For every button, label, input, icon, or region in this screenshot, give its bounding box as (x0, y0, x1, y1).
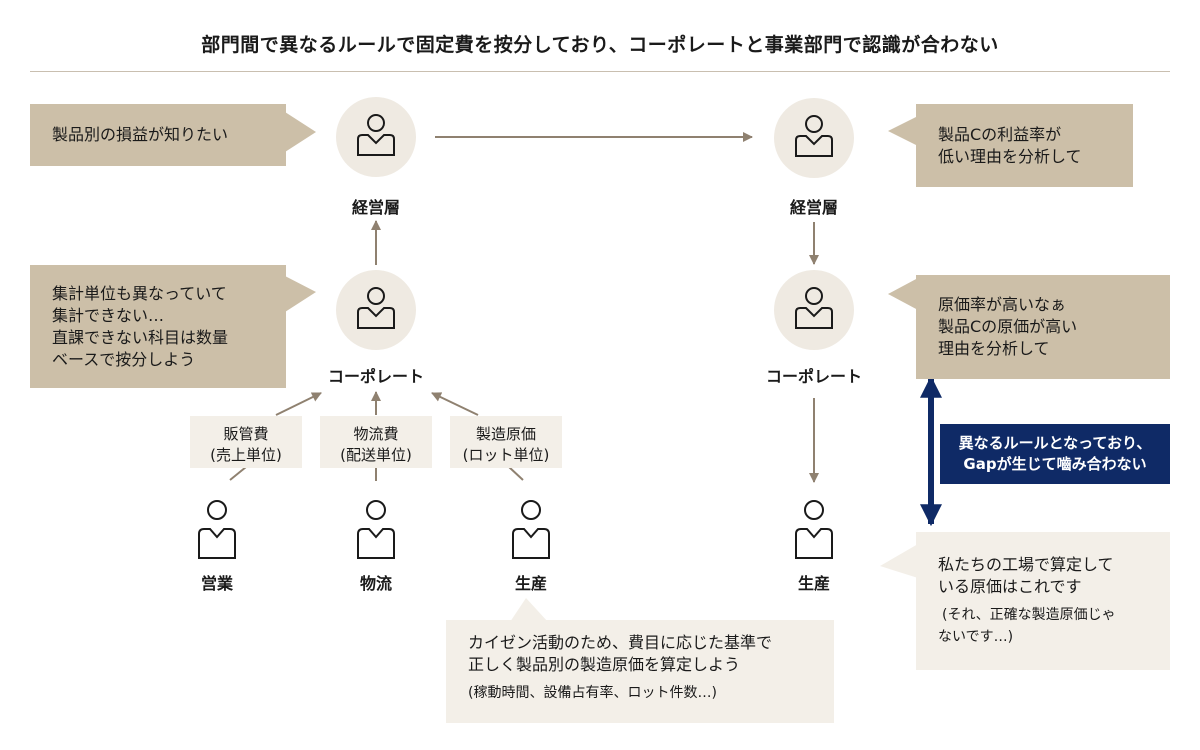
title-divider (30, 71, 1170, 72)
corporate-bubble: 集計単位も異なっていて 集計できない… 直課できない科目は数量 ベースで按分しよ… (30, 265, 286, 388)
person-icon (357, 287, 395, 329)
production-label: 生産 (514, 574, 547, 593)
gap-line: 異なるルールとなっており、 (958, 434, 1152, 452)
management-bubble: 製品別の損益が知りたい (30, 104, 286, 166)
person-icon (795, 115, 833, 157)
sales-label: 営業 (200, 574, 233, 593)
bubble-line: 理由を分析して (938, 339, 1050, 358)
cost-box-logistics: 物流費 (配送単位) (320, 416, 432, 468)
sales-avatar (195, 498, 239, 562)
bubble-line: 製品Cの利益率が (938, 124, 1062, 144)
cost-box-sales: 販管費 (売上単位) (190, 416, 302, 468)
cost-box-manufacturing: 製造原価 (ロット単位) (450, 416, 562, 468)
right-management-bubble: 製品Cの利益率が 低い理由を分析して (916, 104, 1133, 187)
bubble-line: 集計単位も異なっていて (52, 283, 227, 303)
left-corporate-label: コーポレート (327, 367, 424, 386)
cost-name: 製造原価 (475, 425, 536, 443)
bubble-line: (稼動時間、設備占有率、ロット件数…) (468, 685, 717, 701)
cost-name: 販管費 (223, 425, 269, 443)
bubble-line: カイゼン活動のため、費目に応じた基準で (468, 633, 773, 652)
gap-line: Gapが生じて嚙み合わない (963, 455, 1147, 473)
bubble-line: 製品別の損益が知りたい (52, 125, 229, 144)
person-icon (357, 114, 395, 156)
cost-basis: (売上単位) (210, 446, 282, 464)
bubble-line: 低い理由を分析して (938, 146, 1082, 166)
right-management-label: 経営層 (789, 198, 838, 217)
cost-basis: (ロット単位) (462, 446, 550, 464)
left-corporate-avatar (336, 270, 416, 350)
bubble-line: ベースで按分しよう (52, 349, 196, 369)
person-icon (357, 500, 395, 559)
arrow-manufacturing-cost (431, 392, 479, 416)
right-management-avatar (774, 98, 854, 178)
link-production (508, 466, 524, 481)
right-production-label: 生産 (797, 574, 830, 593)
bubble-line: 集計できない… (52, 305, 165, 325)
left-management-label: 経営層 (351, 198, 400, 217)
logistics-avatar (354, 498, 398, 562)
right-production-bubble: 私たちの工場で算定して いる原価はこれです (それ、正確な製造原価じゃ ないです… (916, 532, 1170, 670)
bubble-line: ないです…) (938, 629, 1014, 645)
page-title: 部門間で異なるルールで固定費を按分しており、コーポレートと事業部門で認識が合わな… (201, 34, 999, 56)
link-sales (229, 466, 247, 481)
cost-basis: (配送単位) (340, 446, 412, 464)
bubble-line: いる原価はこれです (938, 577, 1082, 596)
arrow-sales-cost (275, 392, 322, 416)
cost-name: 物流費 (353, 425, 399, 443)
bubble-line: 正しく製品別の製造原価を算定しよう (468, 655, 741, 674)
right-corporate-label: コーポレート (765, 367, 862, 386)
production-bubble: カイゼン活動のため、費目に応じた基準で 正しく製品別の製造原価を算定しよう (稼… (446, 620, 834, 723)
bubble-line: 直課できない科目は数量 (52, 327, 229, 347)
person-icon (198, 500, 236, 559)
logistics-label: 物流 (359, 574, 392, 593)
right-corporate-avatar (774, 270, 854, 350)
right-production-avatar (792, 498, 836, 562)
bubble-line: 製品Cの原価が高い (938, 317, 1078, 336)
bubble-line: 原価率が高いなぁ (938, 295, 1067, 314)
person-icon (795, 500, 833, 559)
production-avatar (509, 498, 553, 562)
person-icon (795, 287, 833, 329)
right-corporate-bubble: 原価率が高いなぁ 製品Cの原価が高い 理由を分析して (916, 275, 1170, 379)
bubble-line: 私たちの工場で算定して (938, 555, 1114, 574)
gap-callout: 異なるルールとなっており、 Gapが生じて嚙み合わない (940, 424, 1170, 484)
bubble-line: (それ、正確な製造原価じゃ (942, 607, 1116, 623)
person-icon (512, 500, 550, 559)
left-management-avatar (336, 97, 416, 177)
